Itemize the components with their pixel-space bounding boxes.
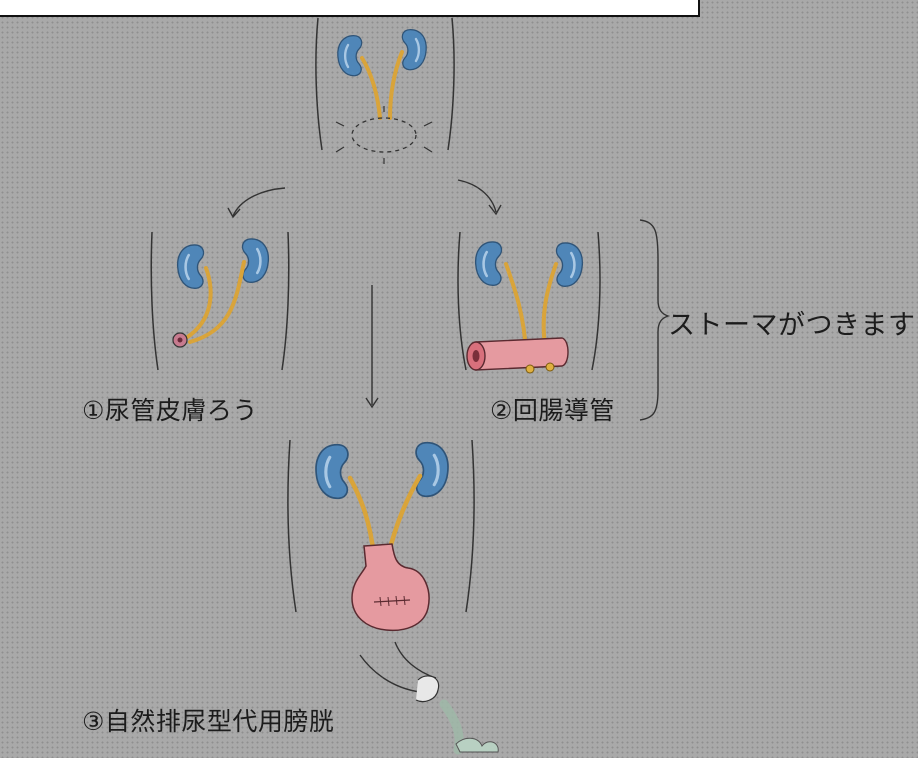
kidney-right [243, 239, 269, 282]
ureter [362, 58, 380, 118]
ileal-segment [476, 338, 568, 370]
kidney-left [476, 242, 502, 285]
bracket [640, 220, 668, 420]
figure-option1 [151, 232, 289, 370]
bladder-removed [352, 118, 416, 152]
arrow-out [360, 655, 420, 692]
kidney-left [316, 445, 348, 499]
kidney-right [416, 443, 448, 497]
kidney-left [338, 36, 362, 76]
label-option3: ③自然排尿型代用膀胱 [82, 702, 334, 738]
arrow-left [233, 188, 285, 216]
body-outline [316, 18, 322, 150]
kidney-left [178, 245, 204, 288]
kidney-right [557, 243, 583, 286]
kidney-right [402, 30, 426, 70]
neobladder [352, 544, 429, 630]
label-stoma-note: ストーマがつきます [668, 303, 916, 342]
figure-option2 [458, 232, 600, 373]
ureter [506, 264, 526, 352]
urine-flow [416, 676, 439, 702]
ureter [350, 478, 374, 556]
label-option2: ②回腸導管 [490, 391, 615, 427]
label-option1: ①尿管皮膚ろう [82, 391, 258, 427]
figure-original [316, 18, 454, 164]
